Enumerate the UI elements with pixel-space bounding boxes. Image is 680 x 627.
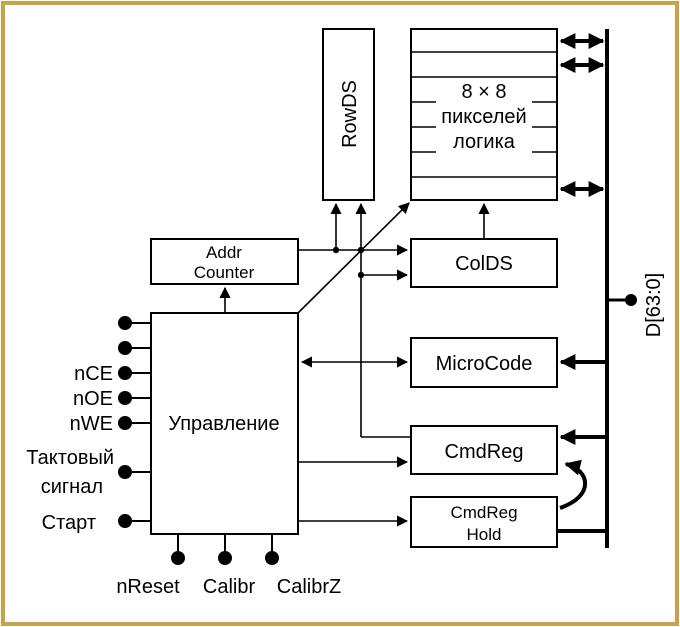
- bus-connections: [557, 33, 607, 533]
- matrix-label-line3: логика: [453, 131, 516, 153]
- internal-connections: [219, 202, 490, 527]
- microcode-block: MicroCode: [410, 337, 558, 388]
- noe-label: nOE: [73, 388, 113, 410]
- colds-label: ColDS: [455, 253, 513, 275]
- cmdreg-hold-line1: CmdReg: [450, 503, 517, 522]
- nwe-label: nWE: [70, 413, 113, 435]
- calibr-label: Calibr: [203, 576, 256, 598]
- rowds-block: RowDS: [322, 28, 375, 201]
- bottom-pins: [171, 534, 279, 565]
- clock-label-line1: Тактовый: [26, 447, 114, 469]
- matrix-label-line1: 8 × 8: [461, 81, 506, 103]
- control-block: Управление: [150, 312, 299, 535]
- junction-dots: [332, 246, 365, 279]
- start-label: Старт: [42, 512, 96, 534]
- data-bus: D[63:0]: [605, 29, 665, 548]
- pixel-matrix-block: 8 × 8 пикселей логика: [410, 28, 558, 201]
- rowds-label: RowDS: [339, 80, 361, 148]
- clock-label-line2: сигнал: [41, 476, 103, 498]
- matrix-label-line2: пикселей: [441, 106, 526, 128]
- nreset-label: nReset: [116, 576, 180, 598]
- microcode-label: MicroCode: [436, 353, 533, 375]
- addr-counter-line2: Counter: [194, 263, 255, 282]
- nce-label: nCE: [74, 363, 113, 385]
- addr-counter-line1: Addr: [206, 243, 242, 262]
- colds-block: ColDS: [410, 238, 558, 288]
- left-pins: [118, 316, 151, 528]
- data-bus-label: D[63:0]: [643, 273, 665, 337]
- cmdreg-hold-line2: Hold: [467, 525, 502, 544]
- cmdreg-hold-block: CmdReg Hold: [410, 496, 558, 548]
- addr-counter-block: Addr Counter: [150, 238, 299, 285]
- cmdreg-label: CmdReg: [445, 441, 524, 463]
- control-label: Управление: [168, 413, 279, 435]
- cmdreg-block: CmdReg: [410, 425, 558, 475]
- calibrz-label: CalibrZ: [277, 576, 341, 598]
